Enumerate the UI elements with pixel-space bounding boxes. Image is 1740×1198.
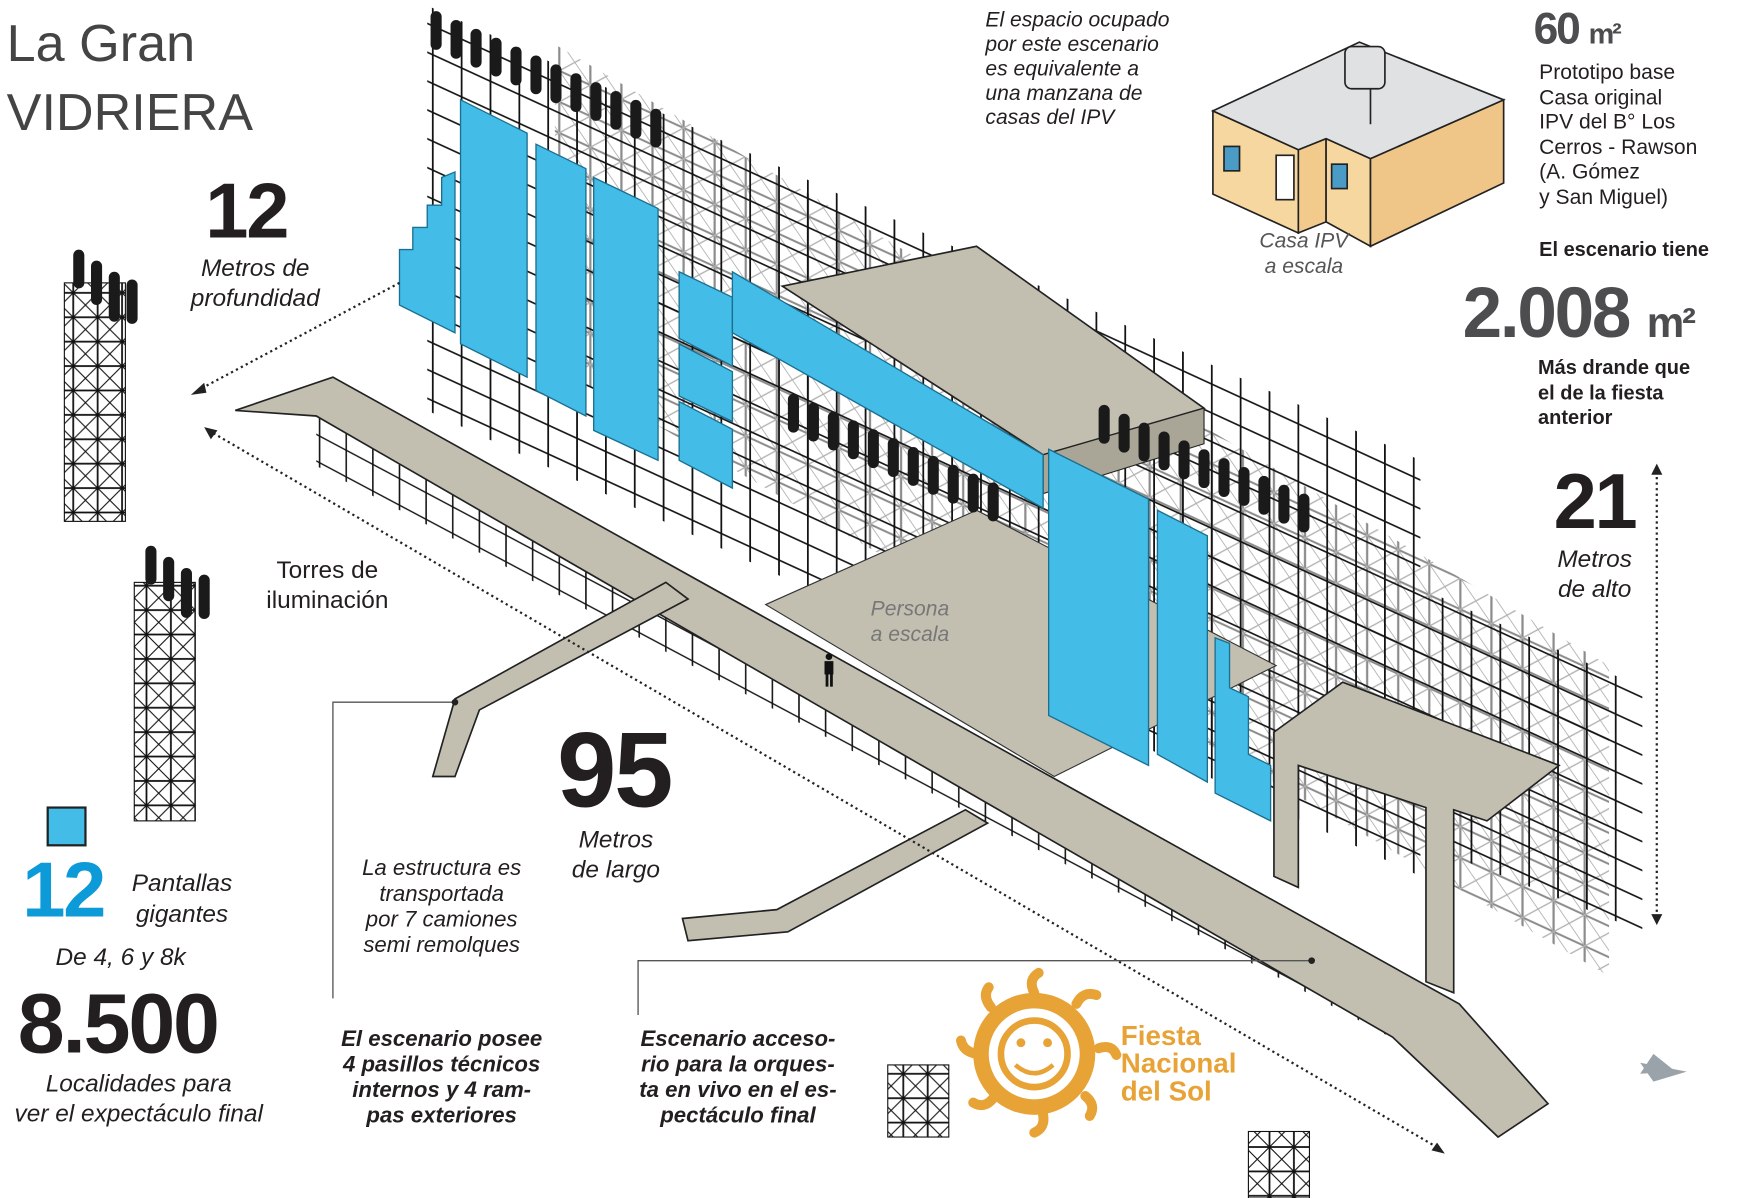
seats-label: Localidades para ver el expectáculo fina…: [14, 1069, 263, 1128]
screen: [1048, 448, 1150, 767]
ramp: [681, 808, 990, 942]
screen: [678, 342, 734, 423]
gate: [1273, 681, 1561, 995]
house-description: Prototipo base Casa original IPV del B° …: [1539, 61, 1698, 210]
screen-legend-swatch: [46, 806, 87, 847]
walkway: [234, 376, 1550, 1139]
screen: [678, 400, 734, 490]
space-note: El espacio ocupado por este escenario es…: [985, 8, 1170, 130]
lighting-tower: [133, 545, 210, 822]
length-value: 95: [557, 711, 673, 830]
depth-arrow: [197, 281, 401, 392]
screens-label: Pantallas gigantes: [131, 868, 233, 928]
screen: [1156, 509, 1209, 784]
height-label: Metros de alto: [1557, 544, 1632, 603]
screens-value: 12: [22, 846, 106, 933]
speaker-array-right: [1098, 404, 1310, 533]
stage-area-unit: m²: [1646, 300, 1696, 348]
leader-line: [332, 701, 455, 999]
house-area: 60 m²: [1533, 4, 1622, 54]
height-value: 21: [1553, 458, 1638, 545]
orchestra-note: Escenario acceso- rio para la orques- ta…: [639, 1027, 837, 1129]
fiesta-del-sol-logo: [956, 967, 1122, 1138]
stage-area-intro: El escenario tiene: [1539, 238, 1710, 261]
screens-resolution: De 4, 6 y 8k: [55, 942, 186, 971]
ipv-house-illustration: [1210, 41, 1506, 248]
person-figure: [824, 653, 834, 687]
length-label: Metros de largo: [571, 825, 660, 884]
scaffold-module: [1247, 1130, 1311, 1198]
depth-label: Metros de profundidad: [190, 254, 320, 312]
seats-value: 8.500: [17, 977, 220, 1072]
screen: [678, 270, 734, 368]
lighting-tower: [63, 249, 138, 522]
title-line2: VIDRIERA: [6, 82, 254, 141]
screen: [459, 98, 528, 379]
screen: [398, 170, 456, 334]
logo-text: Fiesta Nacional del Sol: [1120, 1020, 1237, 1108]
screen: [593, 176, 659, 462]
screen: [535, 143, 587, 418]
leader-line: [637, 959, 1312, 1016]
corridors-note: El escenario posee 4 pasillos técnicos i…: [341, 1027, 543, 1129]
towers-label: Torres de iluminación: [266, 555, 389, 614]
stage-area-comparison: Más drande que el de la fiesta anterior: [1538, 356, 1691, 429]
house-area-value: 60: [1533, 4, 1581, 54]
house-area-unit: m²: [1588, 16, 1622, 50]
stage-area: 2.008 m²: [1462, 272, 1696, 354]
scaffold-module: [887, 1064, 950, 1138]
length-arrow: [208, 429, 1441, 1151]
person-label: Persona a escala: [870, 597, 950, 647]
screen-banner: [731, 270, 1044, 510]
depth-value: 12: [205, 167, 289, 255]
title-line1: La Gran: [6, 13, 196, 73]
north-arrow-icon: [1640, 1053, 1687, 1082]
screen: [1214, 636, 1272, 822]
speaker-array-top: [430, 11, 662, 148]
stage-area-value: 2.008: [1462, 272, 1632, 353]
speaker-array-middle: [787, 393, 999, 522]
transport-note: La estructura es transportada por 7 cami…: [362, 856, 522, 958]
house-label: Casa IPV a escala: [1259, 229, 1349, 279]
